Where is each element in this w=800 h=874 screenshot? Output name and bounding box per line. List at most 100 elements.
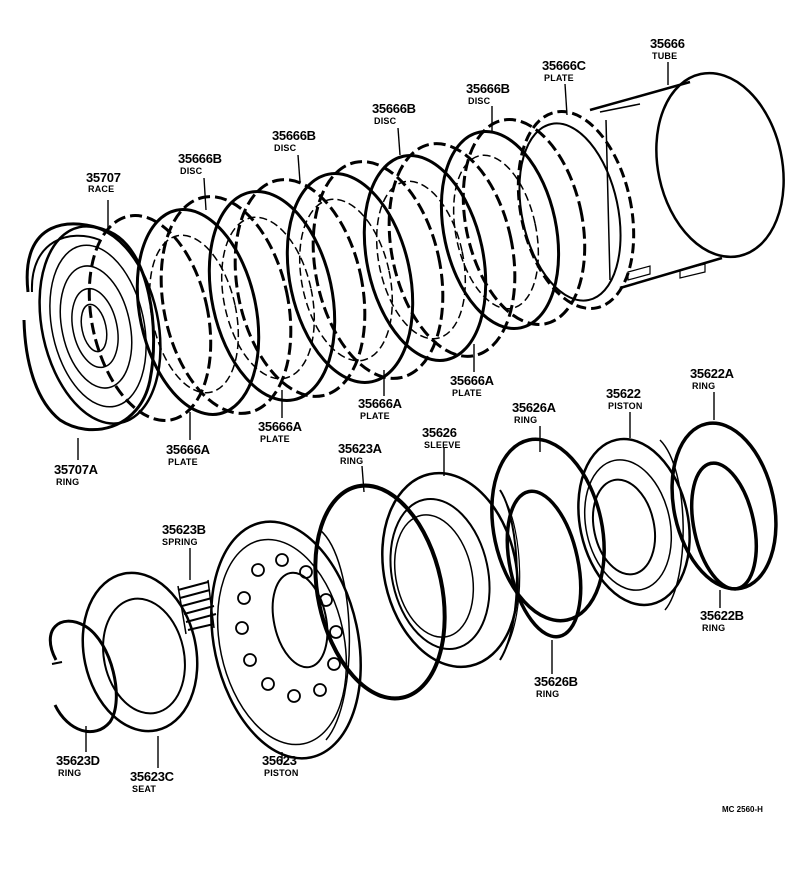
plate-ring — [311, 160, 445, 380]
plate-ring — [233, 178, 367, 398]
part-number: 35666A — [358, 396, 403, 411]
label-35666c: 35666C PLATE — [542, 58, 587, 83]
disc-ring — [207, 190, 337, 402]
part-number: 35623C — [130, 769, 175, 784]
part-name: DISC — [374, 116, 397, 126]
label-35626a: 35626A RING — [512, 400, 557, 425]
part-number: 35666B — [372, 101, 416, 116]
disc-ring-inner — [298, 198, 394, 362]
ring-35622b — [690, 461, 758, 591]
plate-ring — [159, 195, 293, 415]
part-name: PLATE — [360, 411, 390, 421]
spring-pockets — [235, 553, 343, 703]
piston-35623 — [210, 520, 362, 760]
label-35707a: 35707A RING — [54, 462, 99, 487]
disc-ring — [439, 129, 561, 331]
label-35622: 35622 PISTON — [606, 386, 643, 411]
part-number: 35622B — [700, 608, 744, 623]
label-35666b-4: 35666B DISC — [466, 81, 510, 106]
ring-35626a — [490, 437, 606, 623]
part-number: 35623B — [162, 522, 206, 537]
ring-35622a — [670, 421, 778, 591]
plate-ring — [87, 214, 213, 422]
disc-ring — [135, 208, 261, 416]
part-number: 35626B — [534, 674, 578, 689]
part-number: 35666A — [166, 442, 211, 457]
part-number: 35626 — [422, 425, 457, 440]
label-35623c: 35623C SEAT — [130, 769, 175, 794]
part-name: SPRING — [162, 537, 198, 547]
part-number: 35666 — [650, 36, 685, 51]
part-name: RING — [56, 477, 79, 487]
part-number: 35626A — [512, 400, 557, 415]
spring-35623b — [177, 579, 217, 635]
part-number: 35623D — [56, 753, 100, 768]
seat-35623c — [81, 571, 199, 733]
part-name: RING — [58, 768, 81, 778]
drawing-code: MC 2560-H — [722, 805, 763, 814]
part-number: 35666A — [258, 419, 303, 434]
label-35623a: 35623A RING — [338, 441, 383, 466]
piston-35622 — [577, 437, 691, 611]
part-number: 35622 — [606, 386, 641, 401]
ring-35623d — [48, 619, 118, 734]
part-number: 35707A — [54, 462, 99, 477]
label-35622b: 35622B RING — [700, 608, 744, 633]
disc-ring-inner — [452, 154, 540, 310]
label-35626: 35626 SLEEVE — [422, 425, 461, 450]
label-35623d: 35623D RING — [56, 753, 100, 778]
part-name: RING — [702, 623, 725, 633]
disc-ring — [362, 154, 488, 362]
part-name: PLATE — [544, 73, 574, 83]
label-35626b: 35626B RING — [534, 674, 578, 699]
disc-ring-inner — [375, 180, 467, 340]
part-name: RING — [692, 381, 715, 391]
part-name: TUBE — [652, 51, 677, 61]
sleeve-35626 — [381, 471, 521, 669]
part-name: RING — [514, 415, 537, 425]
tube-35666 — [589, 71, 785, 290]
part-number: 35623A — [338, 441, 383, 456]
leader-lines — [77, 62, 721, 768]
part-number: 35666C — [542, 58, 587, 73]
label-35623b: 35623B SPRING — [162, 522, 206, 547]
part-number: 35707 — [86, 170, 121, 185]
label-35666a-2: 35666A PLATE — [258, 419, 303, 444]
part-number: 35666B — [178, 151, 222, 166]
clutch-pack-stack — [87, 118, 587, 422]
part-name: PLATE — [260, 434, 290, 444]
disc-ring — [285, 172, 415, 384]
label-35622a: 35622A RING — [690, 366, 735, 391]
part-number: 35666B — [466, 81, 510, 96]
plate-35666c — [516, 110, 636, 310]
ring-35623a — [313, 483, 447, 701]
plate-ring — [461, 118, 587, 326]
part-name: DISC — [180, 166, 203, 176]
ring-35707a — [22, 222, 156, 432]
part-number: 35666A — [450, 373, 495, 388]
label-35623: 35623 PISTON — [262, 753, 299, 778]
label-35666a-3: 35666A PLATE — [358, 396, 403, 421]
ring-35626b — [505, 489, 583, 639]
part-number: 35622A — [690, 366, 735, 381]
label-35666b-2: 35666B DISC — [272, 128, 316, 153]
part-name: PLATE — [168, 457, 198, 467]
part-name: PLATE — [452, 388, 482, 398]
label-35666b-3: 35666B DISC — [372, 101, 416, 126]
label-35666a-4: 35666A PLATE — [450, 373, 495, 398]
part-name: PISTON — [264, 768, 299, 778]
part-name: DISC — [274, 143, 297, 153]
part-number: 35666B — [272, 128, 316, 143]
plate-ring — [387, 142, 517, 358]
part-name: SLEEVE — [424, 440, 461, 450]
part-name: PISTON — [608, 401, 643, 411]
part-name: SEAT — [132, 784, 156, 794]
part-name: RACE — [88, 184, 114, 194]
label-35666a-1: 35666A PLATE — [166, 442, 211, 467]
part-name: DISC — [468, 96, 491, 106]
label-35707: 35707 RACE — [86, 170, 121, 194]
part-name: RING — [340, 456, 363, 466]
part-name: RING — [536, 689, 559, 699]
part-number: 35623 — [262, 753, 297, 768]
